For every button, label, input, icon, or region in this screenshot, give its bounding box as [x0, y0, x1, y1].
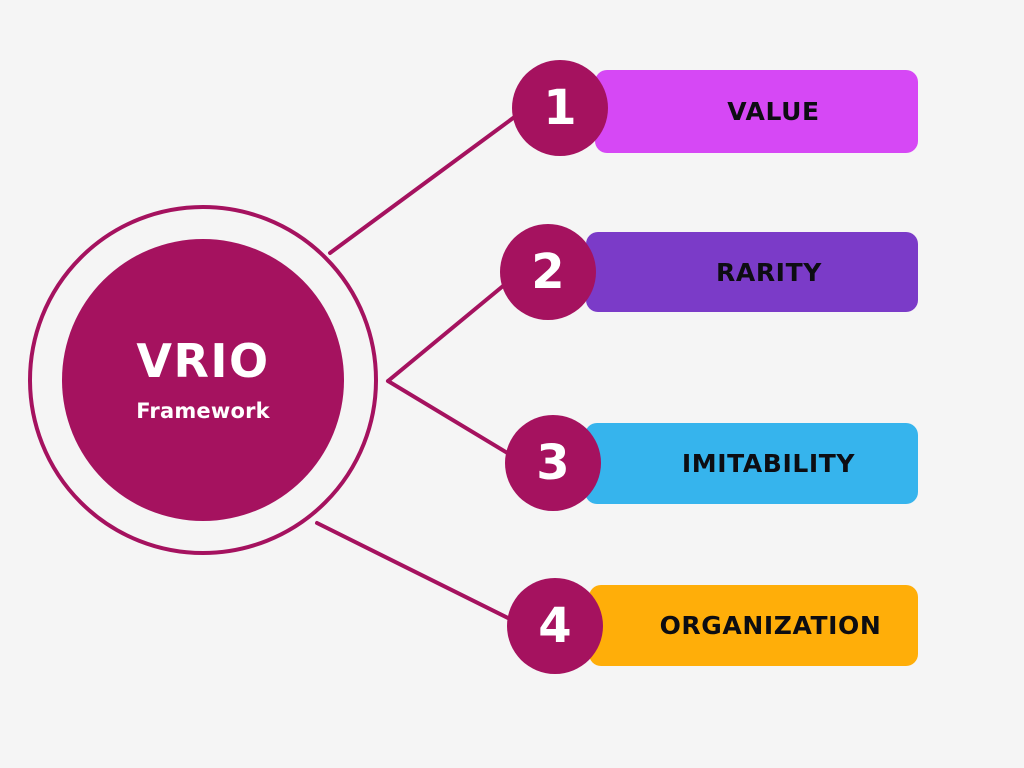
vrio-hub: VRIO Framework [28, 205, 378, 555]
connector-line-2 [386, 270, 522, 383]
item-bar[interactable]: ORGANIZATION [589, 585, 918, 666]
item-number-badge[interactable]: 4 [507, 578, 603, 674]
item-number: 1 [543, 80, 577, 136]
item-bar[interactable]: VALUE [595, 70, 918, 153]
item-label: RARITY [716, 257, 822, 287]
hub-outer-ring [28, 205, 378, 555]
item-number: 2 [531, 244, 565, 300]
item-label: IMITABILITY [681, 449, 856, 478]
item-number: 4 [538, 598, 572, 654]
hub-title: VRIO [136, 333, 270, 388]
hub-core-circle: VRIO Framework [62, 239, 344, 521]
item-bar[interactable]: IMITABILITY [585, 423, 918, 504]
hub-subtitle: Framework [136, 399, 270, 424]
connector-line-3 [386, 379, 526, 465]
item-label: VALUE [727, 97, 820, 126]
item-number-badge[interactable]: 2 [500, 224, 596, 320]
item-number: 3 [536, 435, 570, 491]
item-number-badge[interactable]: 1 [512, 60, 608, 156]
item-label: ORGANIZATION [659, 611, 882, 640]
item-bar[interactable]: RARITY [586, 232, 918, 312]
item-number-badge[interactable]: 3 [505, 415, 601, 511]
